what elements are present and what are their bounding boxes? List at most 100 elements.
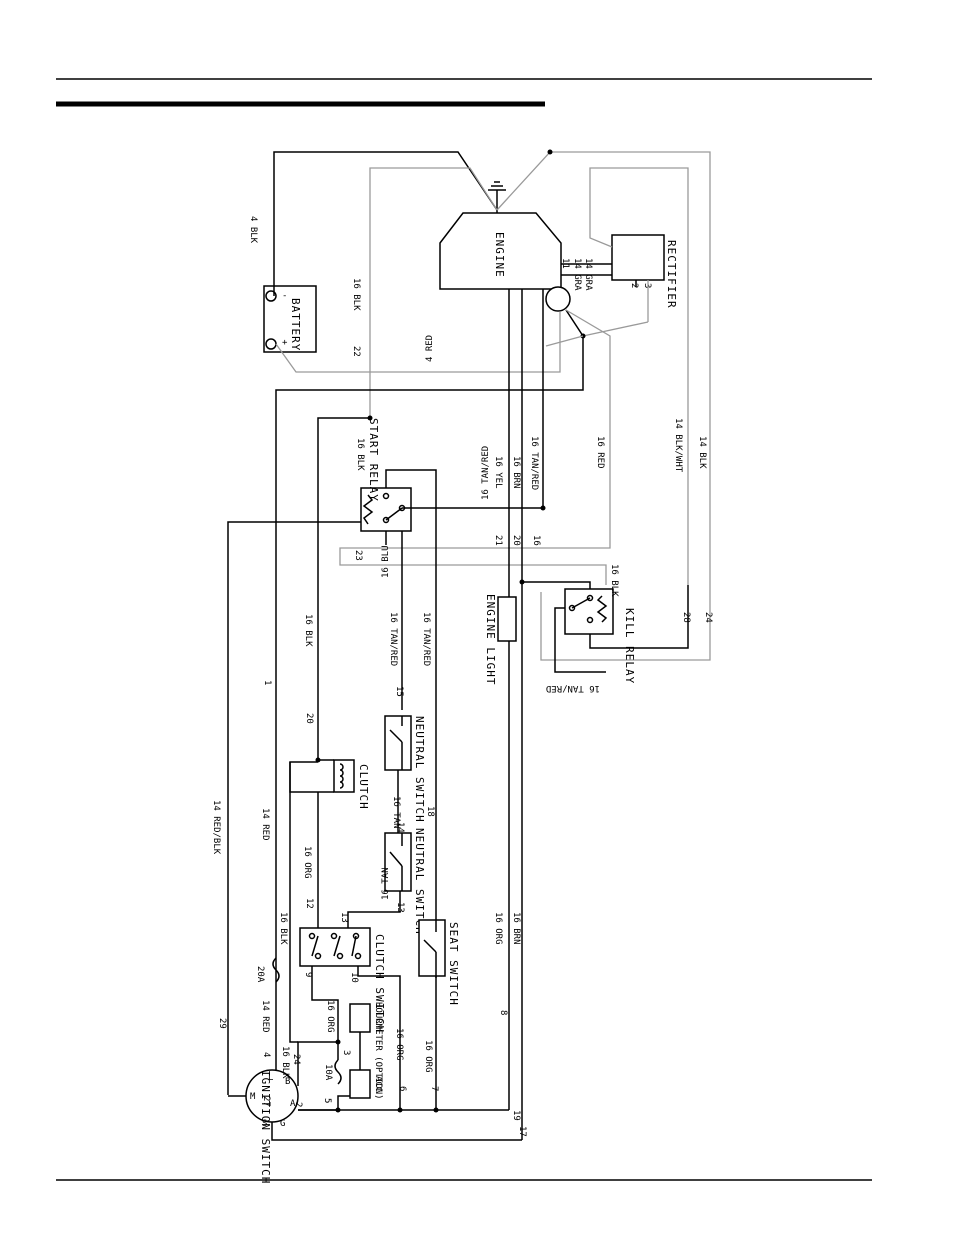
wire-label: 16 ORG	[423, 1040, 433, 1073]
fuse-10a: 10A	[323, 1059, 342, 1085]
wire-label: 17	[517, 1126, 527, 1137]
wire-label: 14 GRA	[583, 258, 593, 291]
wire-label: 16 TAN/RED	[546, 683, 600, 693]
engine-light-label: ENGINE LIGHT	[484, 594, 497, 685]
rectifier-label: RECTIFIER	[665, 240, 678, 309]
wire-label: 16 BLK	[278, 912, 288, 945]
neutral-switch-label: NEUTRAL SWITCH	[413, 716, 426, 823]
wire-label: 29	[217, 1018, 227, 1029]
wire-label: 14 RED	[260, 808, 270, 841]
wire-label: 9	[303, 972, 313, 977]
clutch: CLUTCH	[333, 759, 370, 810]
wire-label: 16 ORG	[493, 912, 503, 945]
wire-label: 16 TAN/RED	[529, 436, 539, 490]
wire-label: 3	[642, 283, 652, 288]
wire-label: 12	[304, 898, 314, 909]
wire-label: 20	[511, 535, 521, 546]
wire-label: 19	[511, 1110, 521, 1121]
wire-label: 11	[560, 258, 570, 269]
wire-label: 16 ORG	[394, 1028, 404, 1061]
wire-label: 14 RED	[260, 1000, 270, 1033]
ignition-switch: IGNITION SWITCH M B S A L G	[245, 1069, 299, 1184]
wire-label: 16 TAN/RED	[481, 446, 491, 500]
wire-label: 16 ORG	[325, 1000, 335, 1033]
wire-label: 2	[293, 1102, 303, 1107]
engine: ENGINE	[439, 181, 571, 312]
neutral-switch-upper: NEUTRAL SWITCH	[384, 715, 426, 823]
battery-minus: -	[282, 291, 287, 301]
wire-label: 22	[351, 346, 361, 357]
wire-label: 24	[703, 612, 713, 623]
wire-label: 14 BLK	[697, 436, 707, 469]
engine-label: ENGINE	[493, 232, 506, 278]
wire-label: 15	[394, 686, 404, 697]
fuse-10a-label: 10A	[323, 1064, 333, 1081]
wire-label: 28	[681, 612, 691, 623]
acc-label: ACC	[373, 1076, 383, 1092]
wire-label: 16 TAN	[381, 867, 391, 900]
wire-label: 16 TAN	[391, 796, 401, 829]
kill-relay-label: KILL RELAY	[623, 608, 636, 684]
wire-label: 16 BLU	[381, 545, 391, 578]
wire-label: 18	[425, 806, 435, 817]
start-relay: START RELAY	[360, 418, 412, 532]
ignition-terminal: S	[262, 1119, 267, 1129]
ignition-terminal: B	[285, 1077, 290, 1087]
engine-light: ENGINE LIGHT	[484, 594, 517, 685]
wire-label: 16 RED	[595, 436, 605, 469]
wire-label: 16 BLK	[609, 564, 619, 597]
neutral-switch-label: NEUTRAL SWITCH	[413, 828, 426, 935]
wire-label: 23	[353, 550, 363, 561]
clutch-switch-label: CLUTCH SWITCH	[373, 934, 386, 1033]
wire-label: 5	[322, 1098, 332, 1103]
wire-label: 7	[429, 1086, 439, 1091]
wire-label: 14 RED/BLK	[211, 800, 221, 855]
ignition-terminal: A	[290, 1099, 296, 1109]
neutral-switch-lower: NEUTRAL SWITCH	[384, 828, 426, 935]
fuse-20a: 20A	[255, 957, 280, 983]
wire-label: 16 TAN/RED	[388, 612, 398, 666]
seat-switch-label: SEAT SWITCH	[447, 922, 460, 1006]
wire-label: 16 BLK	[355, 438, 365, 471]
wire-label: 16 TAN/RED	[421, 612, 431, 666]
battery: BATTERY - +	[263, 285, 317, 353]
wire-label: 16 YEL	[493, 456, 503, 489]
ignition-terminal: G	[280, 1119, 285, 1129]
battery-label: BATTERY	[289, 298, 302, 351]
rectifier: RECTIFIER 2 3	[611, 234, 678, 309]
fuse-20a-label: 20A	[255, 966, 265, 983]
wire-label: 16 BLK	[280, 1046, 290, 1079]
wire-label: 27	[261, 1096, 271, 1107]
wire-label: 14 BLK/WHT	[673, 418, 683, 473]
wire-label: 3	[341, 1050, 351, 1055]
ignition-switch-label: IGNITION SWITCH	[259, 1070, 272, 1184]
seat-switch: SEAT SWITCH	[418, 919, 460, 1006]
wire-label: 4 BLK	[248, 216, 258, 244]
clutch-switch: CLUTCH SWITCH	[299, 927, 386, 1033]
wire-label: 16 BRN	[511, 912, 521, 945]
wire-label: 16	[531, 535, 541, 546]
wire-label: 14 GRA	[572, 258, 582, 291]
battery-plus: +	[282, 338, 288, 348]
hourmeter-label: HOURMETER (OPTION)	[373, 1002, 383, 1100]
wire-label: 16 BLK	[303, 614, 313, 647]
wire-label: 2	[629, 283, 639, 288]
wire-label: 21	[493, 535, 503, 546]
wire-label: 13	[339, 912, 349, 923]
start-relay-label: START RELAY	[367, 418, 380, 502]
ignition-terminal: L	[268, 1073, 273, 1083]
wire-label: 4 RED	[425, 335, 435, 362]
wire-label: 1	[262, 680, 272, 685]
wire-label: 24	[291, 1054, 301, 1065]
kill-relay: KILL RELAY	[564, 588, 636, 684]
ignition-terminal: M	[250, 1092, 256, 1102]
wire-label: 16 ORG	[302, 846, 312, 879]
wire-label: 4	[261, 1052, 271, 1057]
wire-label: 20	[304, 713, 314, 724]
wire-label: 16 BRN	[511, 456, 521, 489]
wire-label: 10	[349, 972, 359, 983]
wire-label: 14	[395, 822, 405, 833]
wire-label: 6	[397, 1086, 407, 1091]
